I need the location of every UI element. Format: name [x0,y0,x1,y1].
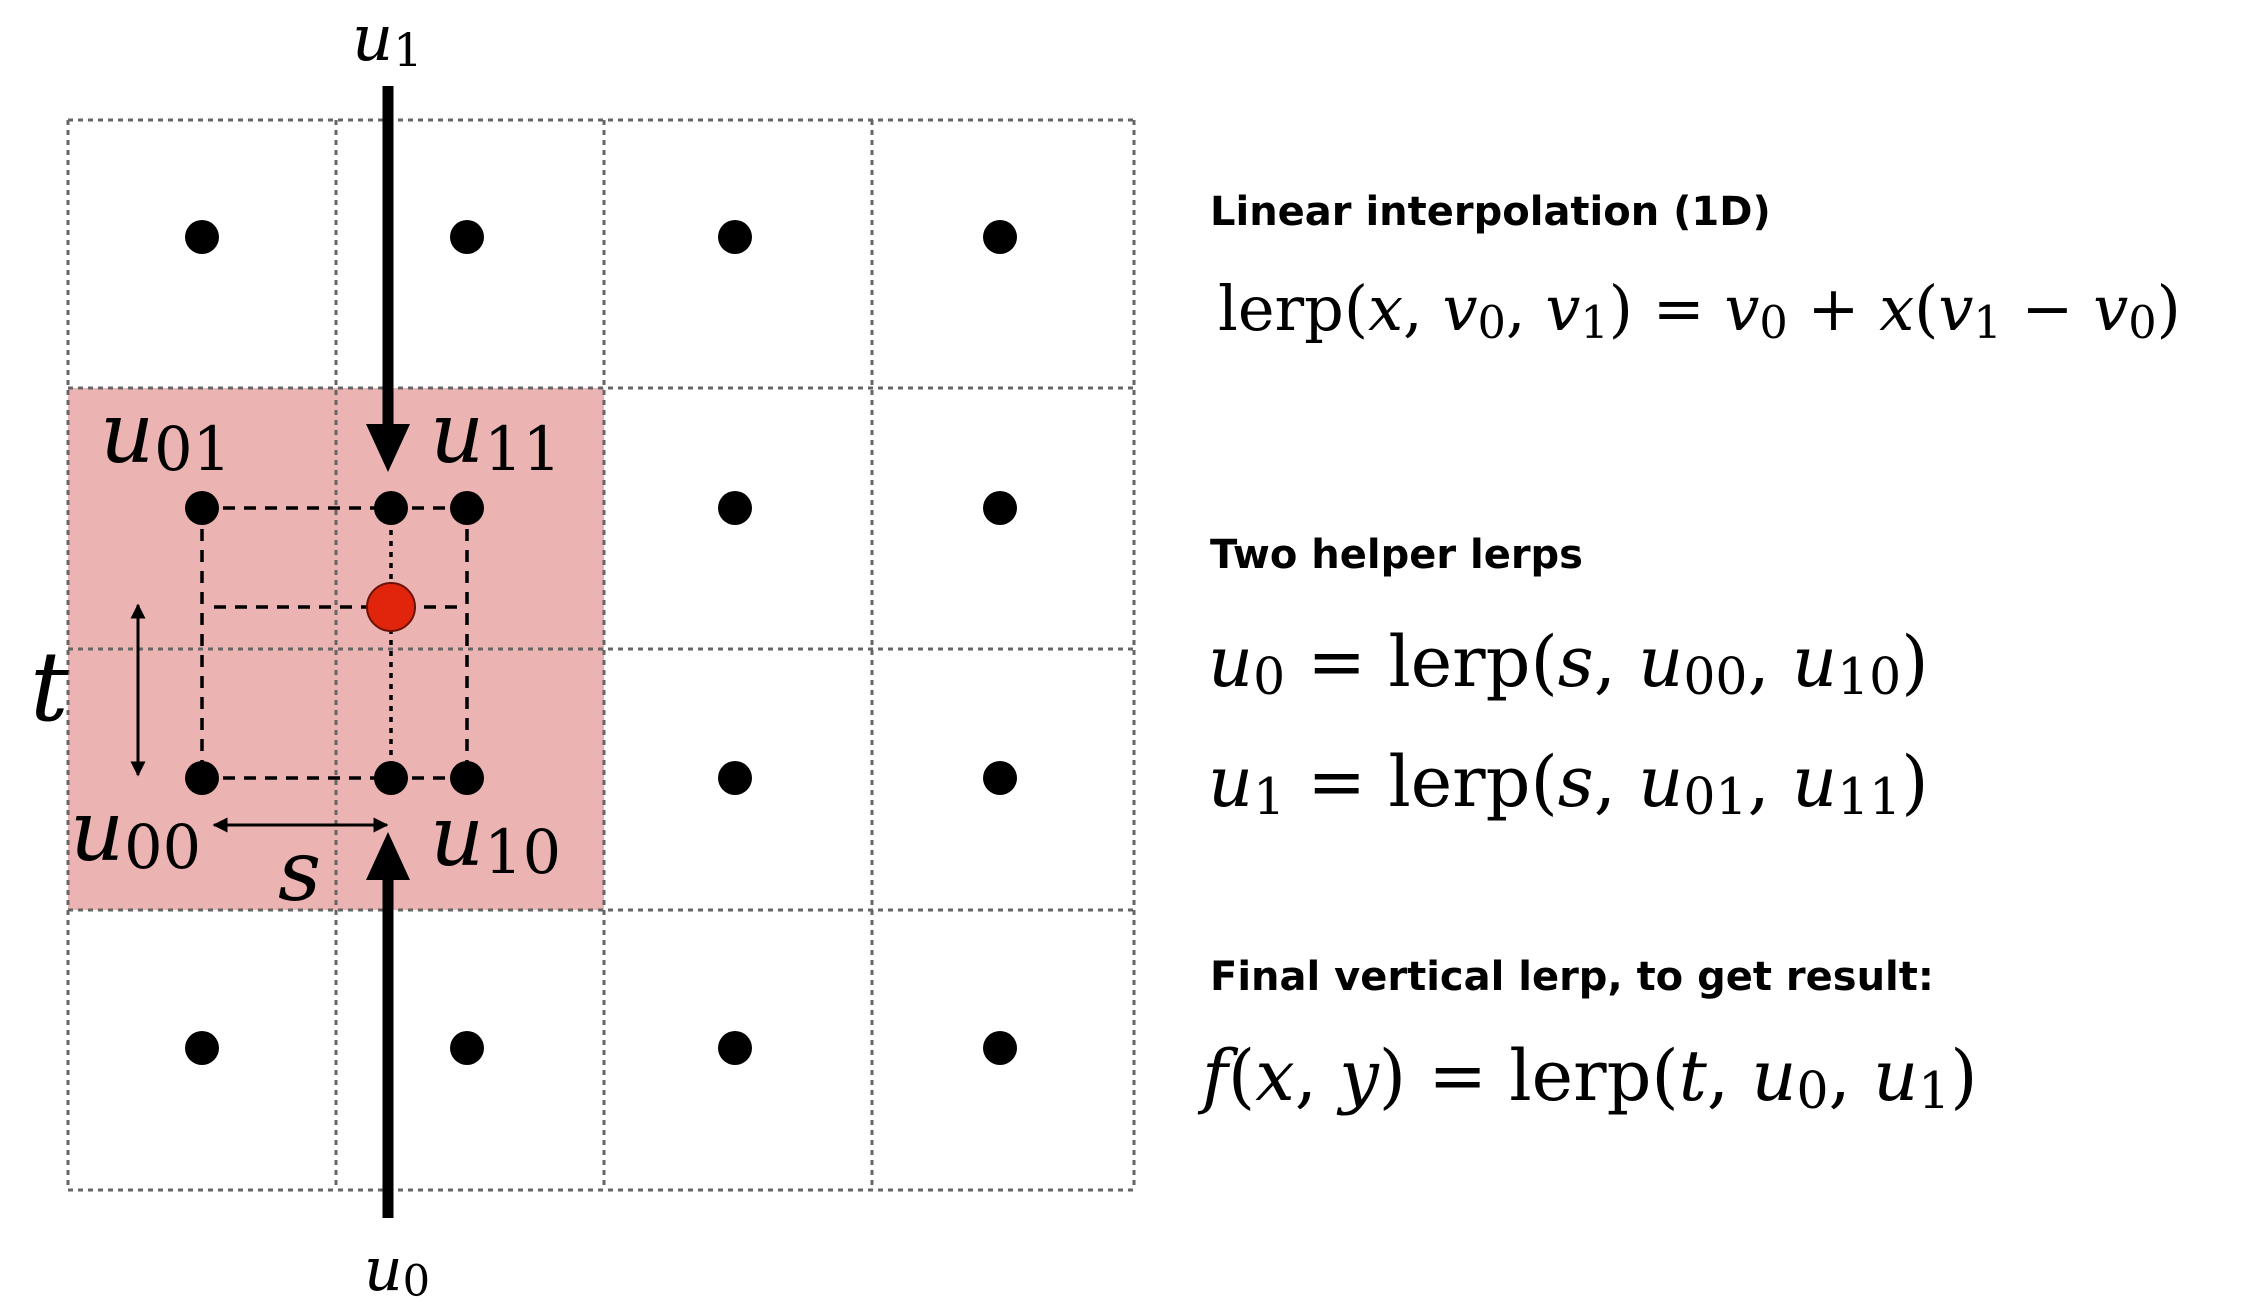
helper-u1-dot [374,491,408,525]
label-u10: u10 [430,787,561,888]
label-t: t [30,631,69,743]
pixel-center-dot [718,220,752,254]
interpolation-box [200,506,469,780]
label-u11: u11 [430,384,561,485]
label-s: s [278,822,321,920]
pixel-center-dot [983,761,1017,795]
sample-u10-dot [450,761,484,795]
pixel-centers [185,220,1017,1065]
arrow-head-down [366,424,410,472]
sample-u01-dot [185,491,219,525]
pixel-center-dot [983,220,1017,254]
heading-helper-lerps: Two helper lerps [1210,532,1583,578]
heading-linear-interpolation: Linear interpolation (1D) [1210,189,1771,235]
pixel-center-dot [718,491,752,525]
pixel-center-dot [983,1031,1017,1065]
pixel-center-dot [450,220,484,254]
sample-point [366,582,416,632]
pixel-center-dot [718,1031,752,1065]
vertical-arrows [366,86,410,1218]
pixel-grid [66,118,1136,1192]
arrow-head-up [366,832,410,880]
equation-helper-u1: u1 = lerp(s, u01, u11) [1208,741,1929,831]
heading-final-lerp: Final vertical lerp, to get result: [1210,954,1934,1000]
sample-u00-dot [185,761,219,795]
label-u01: u01 [100,384,231,485]
equation-lerp: lerp(x, v0, v1) = v0 + x(v1 − v0) [1218,272,2181,353]
pixel-center-dot [450,1031,484,1065]
pixel-center-dot [718,761,752,795]
pixel-center-dot [185,1031,219,1065]
label-u0-bottom: u0 [364,1235,430,1300]
label-u00: u00 [70,782,201,883]
equation-final: f(x, y) = lerp(t, u0, u1) [1197,1035,1978,1120]
pixel-center-dot [185,220,219,254]
pixel-center-dot [983,491,1017,525]
helper-u0-dot [374,761,408,795]
label-u1-top: u1 [352,2,423,77]
sample-u11-dot [450,491,484,525]
equation-helper-u0: vu0 = lerp(s, u00, u10) [1208,621,1929,711]
